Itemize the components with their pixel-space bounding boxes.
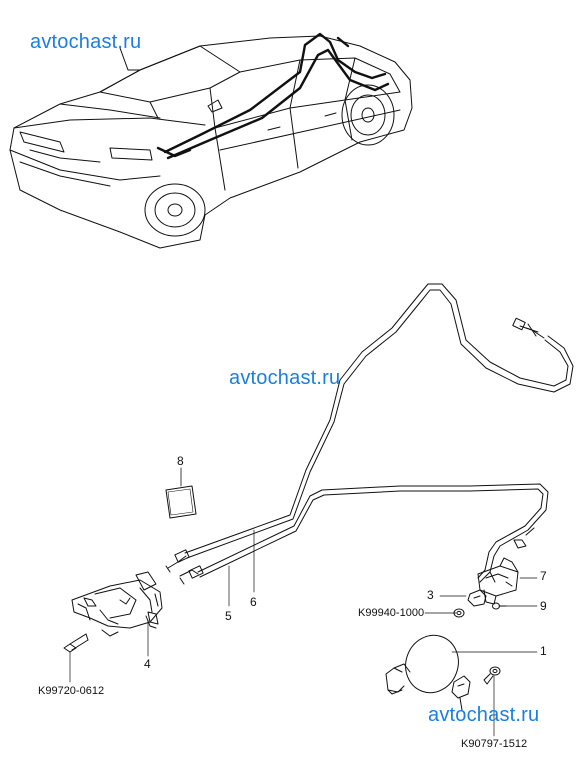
part-7-bracket	[477, 557, 519, 605]
callout-5: 5	[225, 609, 232, 623]
part-3-clip	[467, 589, 487, 607]
cable-6	[184, 283, 574, 559]
callout-7: 7	[540, 569, 547, 583]
callout-4: 4	[144, 657, 151, 671]
cable-5	[197, 483, 549, 583]
cable-end-right	[513, 527, 535, 549]
callout-8: 8	[177, 454, 184, 468]
screw-k90797-1512	[483, 666, 501, 685]
part-1-fuel-lid	[385, 634, 459, 695]
part-code-k99940-1000: K99940-1000	[358, 607, 425, 619]
part-8-plate	[165, 467, 197, 519]
watermark-bottom: avtochast.ru	[428, 704, 540, 726]
watermark-top: avtochast.ru	[30, 31, 142, 53]
bolt-k99720-0612	[63, 633, 89, 653]
callout-3: 3	[427, 588, 434, 602]
part-code-k99720-0612: K99720-0612	[38, 685, 105, 697]
cable-ends-left	[165, 549, 204, 585]
part-code-k90797-1512: K90797-1512	[461, 738, 528, 750]
leader-lines	[69, 529, 538, 737]
watermark-middle: avtochast.ru	[229, 367, 341, 389]
car-illustration	[9, 35, 413, 249]
callout-9: 9	[540, 599, 547, 613]
part-4-lever-assembly	[71, 571, 163, 637]
callout-1: 1	[540, 644, 547, 658]
callout-6: 6	[250, 595, 257, 609]
part-1-latch	[451, 675, 471, 711]
car-cable-routing	[156, 32, 390, 160]
